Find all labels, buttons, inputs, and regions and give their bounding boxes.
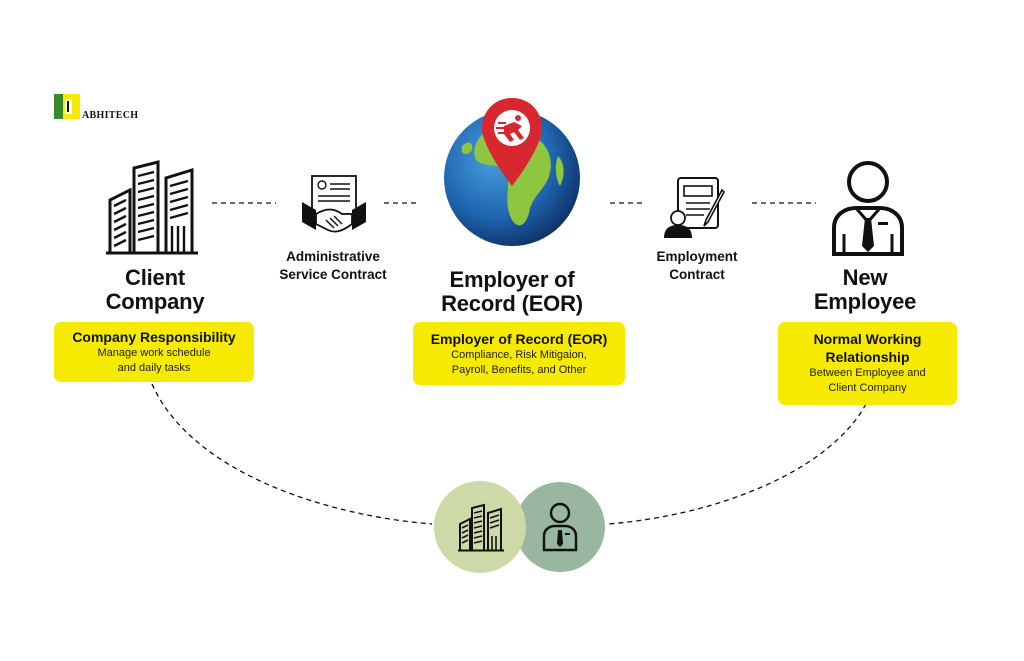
bottom-relationship-circles xyxy=(434,481,605,573)
employment-contract-icon xyxy=(664,177,725,238)
client-title-line2: Company xyxy=(105,289,205,314)
new-employee-title: New Employee xyxy=(790,266,940,314)
admin-contract-line2: Service Contract xyxy=(279,267,387,282)
company-responsibility-box: Company Responsibility Manage work sched… xyxy=(54,322,254,382)
handshake-contract-icon xyxy=(302,175,366,233)
client-company-title: Client Company xyxy=(80,266,230,314)
globe-with-pin-icon xyxy=(444,98,580,246)
company-responsibility-desc1: Manage work schedule xyxy=(97,347,211,359)
employment-contract-line1: Employment xyxy=(656,249,738,264)
relationship-desc1: Between Employee and xyxy=(809,367,926,379)
employee-title-line1: New xyxy=(842,265,888,290)
employment-contract-label: Employment Contract xyxy=(632,248,762,284)
relationship-title-line2: Relationship xyxy=(825,349,910,365)
dash-curve-left xyxy=(151,383,433,525)
buildings-icon xyxy=(106,160,198,255)
employment-contract-line2: Contract xyxy=(669,267,725,282)
dash-curve-right xyxy=(607,403,867,525)
admin-contract-label: Administrative Service Contract xyxy=(262,248,404,284)
employee-title-line2: Employee xyxy=(813,289,917,314)
employee-icon xyxy=(832,161,904,256)
relationship-title-line1: Normal Working xyxy=(813,331,922,347)
admin-contract-line1: Administrative xyxy=(286,249,380,264)
abhitech-logo-icon xyxy=(54,94,80,119)
company-responsibility-desc2: and daily tasks xyxy=(117,362,191,374)
relationship-desc2: Client Company xyxy=(828,382,907,394)
eor-box-desc1: Compliance, Risk Mitigaion, xyxy=(451,349,587,361)
eor-title: Employer of Record (EOR) xyxy=(432,268,592,316)
eor-box: Employer of Record (EOR) Compliance, Ris… xyxy=(413,322,625,385)
eor-title-line1: Employer of xyxy=(449,267,575,292)
normal-working-relationship-box: Normal Working Relationship Between Empl… xyxy=(778,322,957,405)
brand-name: ABHITECH xyxy=(82,110,139,121)
eor-box-title: Employer of Record (EOR) xyxy=(430,331,608,347)
small-buildings-icon xyxy=(458,503,504,552)
small-employee-icon xyxy=(542,502,578,552)
eor-title-line2: Record (EOR) xyxy=(441,291,583,316)
client-title-line1: Client xyxy=(125,265,185,290)
eor-box-desc2: Payroll, Benefits, and Other xyxy=(451,364,587,376)
company-responsibility-title: Company Responsibility xyxy=(72,329,236,345)
